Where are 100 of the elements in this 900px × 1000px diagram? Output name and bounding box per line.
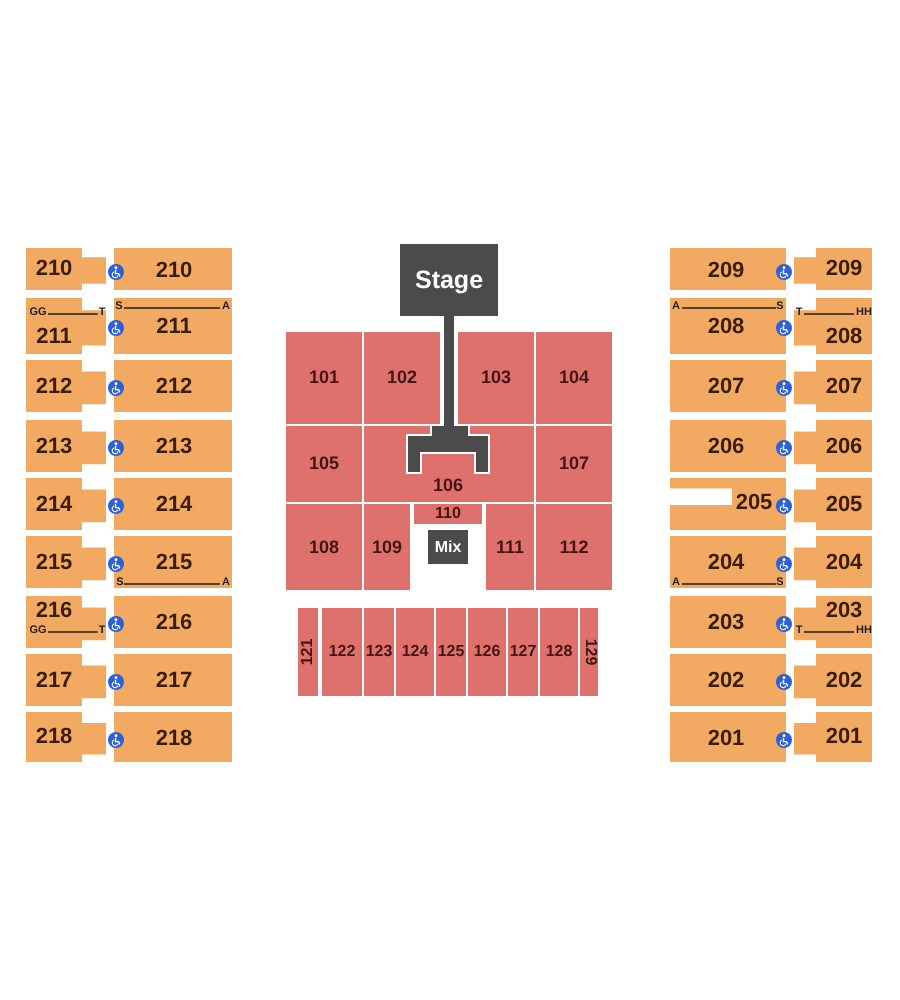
seating-section bbox=[26, 248, 106, 290]
section-number: 127 bbox=[509, 644, 537, 660]
seating-section bbox=[794, 248, 872, 290]
seating-section bbox=[364, 332, 440, 424]
seating-section bbox=[26, 298, 106, 354]
stage-label: Stage bbox=[414, 267, 484, 293]
section-number: 102 bbox=[386, 369, 418, 387]
section-number: 205 bbox=[735, 493, 773, 515]
section-number: 105 bbox=[308, 455, 340, 473]
seating-section bbox=[794, 712, 872, 762]
section-number: 108 bbox=[308, 538, 340, 556]
seating-section bbox=[794, 298, 872, 354]
section-number: 209 bbox=[707, 260, 745, 282]
section-number: 215 bbox=[155, 553, 193, 575]
section-number: 217 bbox=[35, 670, 73, 692]
seating-section bbox=[322, 608, 362, 696]
section-number: 215 bbox=[35, 552, 73, 574]
seating-section bbox=[26, 478, 106, 530]
section-number: 110 bbox=[435, 506, 461, 522]
seating-section bbox=[364, 608, 394, 696]
section-number: 106 bbox=[432, 477, 464, 495]
seating-section bbox=[26, 712, 106, 762]
seating-section bbox=[458, 332, 534, 424]
section-number: 101 bbox=[308, 369, 340, 387]
seating-section bbox=[286, 426, 362, 502]
section-number: 202 bbox=[707, 671, 745, 693]
section-number: 210 bbox=[35, 259, 73, 281]
section-number: 217 bbox=[155, 671, 193, 693]
section-number: 207 bbox=[825, 376, 863, 398]
seating-section bbox=[794, 596, 872, 648]
seating-section bbox=[486, 504, 534, 590]
section-number: 218 bbox=[35, 727, 73, 749]
section-number: 203 bbox=[707, 613, 745, 635]
section-number: 212 bbox=[155, 377, 193, 399]
section-number: 213 bbox=[155, 437, 193, 459]
seating-section bbox=[670, 596, 786, 648]
section-number: 109 bbox=[371, 538, 403, 556]
seating-section bbox=[536, 426, 612, 502]
seating-section bbox=[298, 608, 318, 696]
section-number: 203 bbox=[825, 601, 863, 624]
seating-section bbox=[414, 504, 482, 524]
seating-section bbox=[670, 712, 786, 762]
section-number: 201 bbox=[707, 728, 745, 750]
seating-section bbox=[364, 504, 410, 590]
section-number: 128 bbox=[545, 644, 573, 660]
seating-section bbox=[286, 504, 362, 590]
seating-section bbox=[114, 248, 232, 290]
section-number: 216 bbox=[35, 601, 73, 624]
section-number: 205 bbox=[825, 494, 863, 516]
section-number: 201 bbox=[825, 727, 863, 749]
seating-section bbox=[114, 712, 232, 762]
section-number: 202 bbox=[825, 670, 863, 692]
seating-section bbox=[670, 420, 786, 472]
section-number: 123 bbox=[365, 644, 393, 660]
seating-section bbox=[670, 298, 786, 354]
seating-section bbox=[670, 536, 786, 588]
seating-section bbox=[364, 426, 534, 502]
section-number: 204 bbox=[707, 553, 745, 575]
section-number: 124 bbox=[401, 644, 429, 660]
seating-section bbox=[670, 654, 786, 706]
section-number: 211 bbox=[36, 327, 72, 350]
seating-section bbox=[536, 332, 612, 424]
section-number: 129 bbox=[581, 638, 597, 666]
section-number: 212 bbox=[35, 376, 73, 398]
seating-section bbox=[670, 248, 786, 290]
section-number: 112 bbox=[559, 538, 589, 556]
section-number: 121 bbox=[300, 638, 316, 666]
seating-section bbox=[114, 478, 232, 530]
seating-section bbox=[114, 654, 232, 706]
seating-section bbox=[536, 504, 612, 590]
seating-section bbox=[396, 608, 434, 696]
seating-section bbox=[794, 478, 872, 530]
seating-section bbox=[26, 654, 106, 706]
section-number: 207 bbox=[707, 377, 745, 399]
seating-section bbox=[286, 332, 362, 424]
section-number: 206 bbox=[707, 437, 745, 459]
section-number: 107 bbox=[558, 455, 590, 473]
section-number: 122 bbox=[328, 644, 356, 660]
section-number: 208 bbox=[825, 327, 863, 350]
section-number: 208 bbox=[707, 317, 745, 339]
section-number: 103 bbox=[480, 369, 512, 387]
section-number: 213 bbox=[35, 436, 73, 458]
seating-section bbox=[670, 360, 786, 412]
mix-position bbox=[428, 530, 468, 564]
seating-section bbox=[580, 608, 598, 696]
seating-section bbox=[670, 478, 786, 530]
stage-block bbox=[400, 244, 498, 316]
section-number: 209 bbox=[825, 259, 863, 281]
section-number: 218 bbox=[155, 728, 193, 750]
seating-section bbox=[114, 420, 232, 472]
section-number: 125 bbox=[437, 644, 465, 660]
seating-section bbox=[26, 536, 106, 588]
seating-section bbox=[794, 654, 872, 706]
seating-section bbox=[436, 608, 466, 696]
seating-section bbox=[540, 608, 578, 696]
section-number: 204 bbox=[825, 552, 863, 574]
seating-section bbox=[468, 608, 506, 696]
seating-section bbox=[26, 420, 106, 472]
section-number: 214 bbox=[155, 495, 193, 517]
seating-section bbox=[26, 596, 106, 648]
